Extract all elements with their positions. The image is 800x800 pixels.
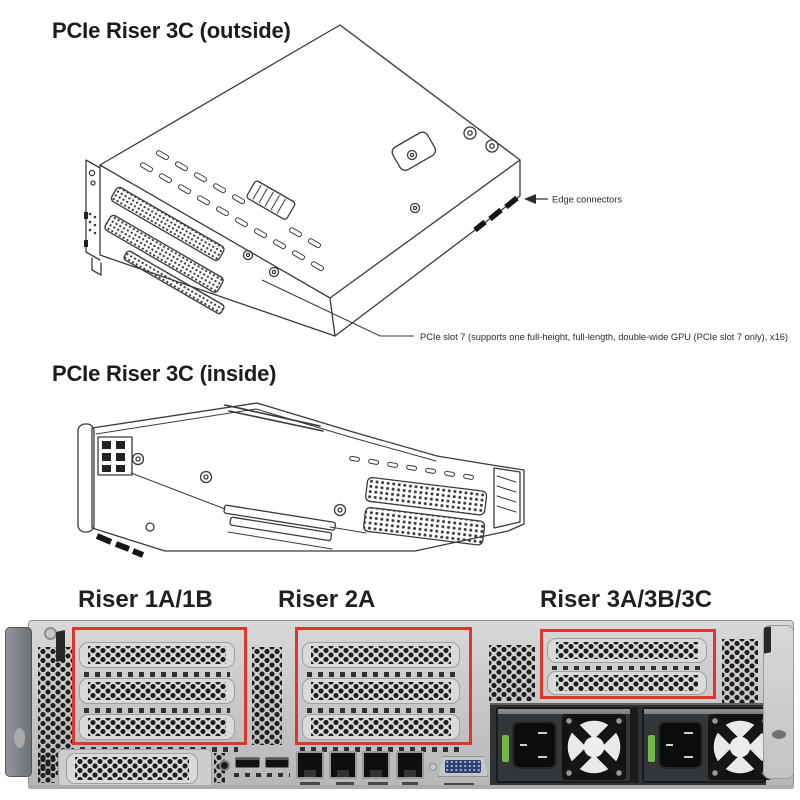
usb-port	[235, 757, 260, 768]
riser3-highlight-box	[540, 629, 716, 699]
riser-1-label: Riser 1A/1B	[78, 586, 213, 613]
slot-separator	[84, 708, 230, 713]
latch-hook-right	[764, 626, 771, 654]
blank-perforation	[556, 675, 698, 691]
console-port	[219, 760, 230, 771]
slot-separator	[307, 672, 455, 677]
slot-openings-inside	[362, 476, 488, 546]
psu-divider	[632, 707, 638, 783]
port-label-strip	[368, 782, 388, 786]
riser2-highlight-box	[295, 627, 472, 745]
pcie-slot7-annotation: PCIe slot 7 (supports one full-height, f…	[261, 279, 788, 342]
slot-separator	[552, 666, 702, 670]
ocp-slot-blank	[66, 753, 198, 784]
psu-fan	[562, 714, 626, 780]
power-connector	[97, 436, 133, 476]
blank-perforation	[88, 646, 226, 664]
slot-blank	[79, 714, 235, 740]
riser-cage-outline	[99, 24, 521, 337]
slot-blank	[302, 642, 460, 668]
edge-connector-fingers-inside	[95, 533, 145, 558]
vent-perforation-mid2	[489, 645, 535, 701]
slot-blank	[79, 642, 235, 668]
inside-view-title: PCIe Riser 3C (inside)	[52, 361, 277, 386]
rj45-tab	[337, 770, 349, 777]
power-inlet	[658, 721, 703, 769]
rj45-tab	[304, 770, 316, 777]
rj45-port	[296, 751, 324, 779]
rj45-port	[396, 751, 424, 779]
vga-screw	[429, 763, 437, 771]
slot-blank	[547, 671, 707, 695]
rail-slot	[14, 728, 25, 748]
vent-dash-row	[300, 747, 462, 752]
ear-slot	[772, 730, 786, 739]
psu-2	[642, 707, 772, 783]
rj45-port	[362, 751, 390, 779]
blank-perforation	[311, 718, 451, 736]
port-label-strip	[336, 782, 354, 786]
vent-slots	[139, 150, 325, 272]
chassis-bottom-edge	[28, 785, 794, 789]
psu-1	[496, 707, 632, 783]
blank-perforation	[88, 718, 226, 736]
vent-dashes	[349, 455, 475, 480]
edge-connector-fingers	[473, 195, 519, 233]
rear-bracket	[84, 159, 102, 276]
slot-blank	[547, 638, 707, 663]
vent-perforation-right	[722, 639, 758, 705]
vga-port-insert	[445, 760, 481, 773]
vent-perforation-mid1	[252, 647, 282, 745]
port-label-strip	[402, 782, 418, 786]
blank-perforation	[311, 682, 451, 700]
slot-separator	[307, 708, 455, 713]
rj45-tab	[370, 770, 382, 777]
slot-separator	[84, 672, 230, 677]
riser1-highlight-box	[72, 627, 247, 745]
riser-inside-drawing	[77, 402, 525, 558]
psu-release-clip	[648, 735, 655, 762]
leader-line	[261, 279, 414, 337]
slot-blank	[302, 714, 460, 740]
side-latch	[493, 467, 521, 529]
riser-outside-drawing: Edge connectors PCIe slot 7 (supports on…	[84, 24, 788, 342]
port-vent	[234, 773, 290, 777]
x16-slot-connector	[223, 504, 336, 550]
screws	[242, 126, 499, 278]
arrow-left-icon	[524, 194, 536, 204]
screws-inside	[131, 452, 347, 517]
vent-perforation-small	[38, 753, 55, 783]
power-inlet	[512, 721, 557, 769]
blank-perforation	[75, 757, 189, 780]
rj45-port	[329, 751, 357, 779]
edge-connectors-label: Edge connectors	[552, 195, 622, 206]
riser-latch	[246, 180, 296, 220]
rear-panel-photo	[0, 617, 800, 795]
usb-port	[265, 757, 289, 768]
rack-rail-left	[5, 627, 32, 777]
slot-blank	[302, 678, 460, 704]
latch-hook-left	[56, 630, 65, 662]
blank-perforation	[88, 682, 226, 700]
outside-view-title: PCIe Riser 3C (outside)	[52, 18, 291, 43]
edge-connectors-annotation: Edge connectors	[524, 194, 622, 206]
psu-bezel	[644, 709, 764, 714]
riser-line-drawings: Edge connectors PCIe slot 7 (supports on…	[77, 24, 788, 558]
front-bracket	[77, 423, 95, 533]
riser-3-label: Riser 3A/3B/3C	[540, 586, 713, 613]
blank-perforation	[311, 646, 451, 664]
handle	[224, 404, 324, 432]
psu-bezel	[498, 709, 630, 714]
port-label-strip	[300, 782, 320, 786]
psu-release-clip	[502, 735, 509, 762]
rj45-tab	[404, 770, 416, 777]
riser-2-label: Riser 2A	[278, 586, 376, 613]
psu-fan	[708, 714, 772, 780]
pcie-slot-openings	[104, 186, 225, 315]
slot-blank	[79, 678, 235, 704]
pcie-slot7-label: PCIe slot 7 (supports one full-height, f…	[420, 332, 788, 342]
blank-perforation	[556, 642, 698, 659]
